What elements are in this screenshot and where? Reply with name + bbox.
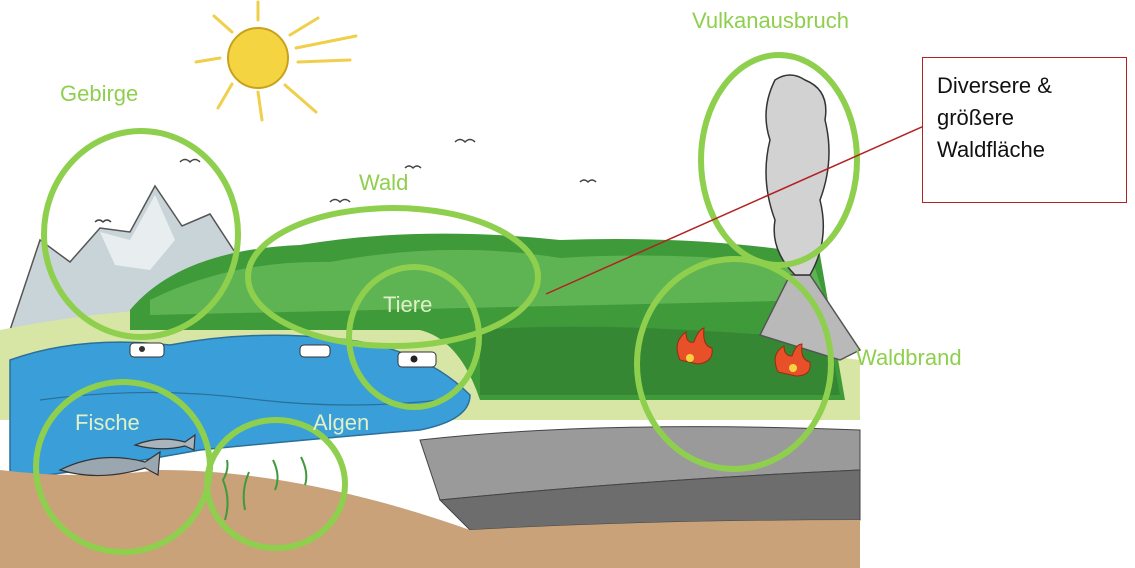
callout-line-2: größere — [937, 102, 1112, 134]
label-fische: Fische — [75, 410, 140, 436]
callout-box: Diversere & größere Waldfläche — [922, 57, 1127, 203]
label-algen: Algen — [313, 410, 369, 436]
label-waldbrand: Waldbrand — [856, 345, 962, 371]
label-wald: Wald — [359, 170, 408, 196]
sun-icon — [196, 2, 356, 120]
label-tiere: Tiere — [383, 292, 432, 318]
callout-line-1: Diversere & — [937, 70, 1112, 102]
label-gebirge: Gebirge — [60, 81, 138, 107]
callout-line-3: Waldfläche — [937, 134, 1112, 166]
label-vulkanausbruch: Vulkanausbruch — [692, 8, 849, 34]
